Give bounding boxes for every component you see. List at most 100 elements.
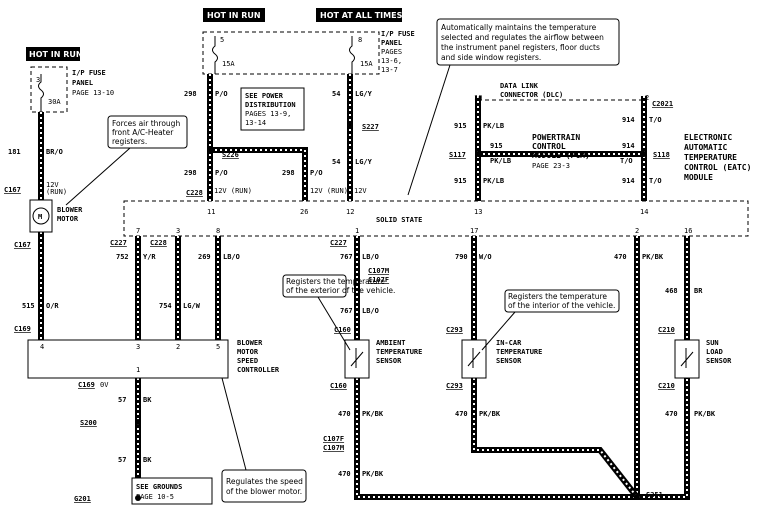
header-hot-in-run-left: HOT IN RUN	[29, 50, 83, 59]
label-notes-incar-1: of the interior of the vehicle.	[508, 301, 615, 310]
label-pins-p7: 7	[136, 227, 140, 235]
label-splices-s117: S117	[449, 151, 466, 159]
label-pins-p8: 8	[216, 227, 220, 235]
label-components-pcm-2: MODULE (PCM)	[532, 151, 590, 160]
label-pins-p13: 13	[474, 208, 482, 216]
label-wires-w915a: 915	[454, 122, 467, 130]
fuse-icon	[212, 36, 218, 74]
label-wires-w468: 468	[665, 287, 678, 295]
label-splices-s226: S226	[222, 151, 239, 159]
fuse-panel-main	[202, 31, 380, 75]
label-components-speed_ctrl-0: BLOWER	[237, 339, 263, 347]
label-pins-p1: 1	[355, 227, 359, 235]
label-wires-w915b: 915	[490, 142, 503, 150]
label-connectors-c228b: C228	[150, 239, 167, 247]
label-components-incar_sensor-1: TEMPERATURE	[496, 348, 542, 356]
label-notes-blower_air-1: front A/C-Heater	[112, 128, 174, 137]
label-splices-s251: S251	[646, 491, 663, 499]
label-wires-w752: 752	[116, 253, 129, 261]
label-splices-s227: S227	[362, 123, 379, 131]
label-connectors-c227a: C227	[110, 239, 127, 247]
label-notes-ambient-0: Registers the temperature	[286, 277, 385, 286]
label-fuse_panels-right-amp: 15A	[360, 60, 373, 68]
note-incar	[504, 289, 620, 313]
label-connectors-c210a: C210	[658, 326, 675, 334]
label-components-incar_sensor-0: IN-CAR	[496, 339, 522, 347]
label-connectors-c160b: C160	[330, 382, 347, 390]
fuse-icon	[38, 74, 44, 112]
label-connectors-c107f_b: C107F	[323, 435, 344, 443]
label-wires-c57b: BK	[143, 456, 152, 464]
label-notes-eatc_auto-2: the instrument panel registers, floor du…	[441, 43, 600, 52]
note-ambient	[282, 274, 347, 298]
label-connectors-c169b: C169	[78, 381, 95, 389]
label-wires-w915c: 915	[454, 177, 467, 185]
label-components-ambient_sensor-2: SENSOR	[376, 357, 402, 365]
label-wires-c470a: PK/BK	[642, 253, 664, 261]
label-connectors-c169a: C169	[14, 325, 31, 333]
label-wires-w470e: 470	[665, 410, 678, 418]
label-wires-c470b: PK/BK	[362, 410, 384, 418]
label-fuse_panels-right-line5: 13-7	[381, 66, 398, 74]
label-pins-run2: (RUN)	[46, 188, 67, 196]
label-wires-w470a: 470	[614, 253, 627, 261]
label-components-dlc-0: DATA LINK	[500, 82, 539, 90]
label-splices-g201: G201	[74, 495, 91, 503]
label-wires-c790: W/O	[479, 253, 492, 261]
label-components-dlc-1: CONNECTOR (DLC)	[500, 91, 563, 99]
label-fuse_panels-left-line3: PAGE 13-10	[72, 89, 114, 97]
label-wires-w914b: 914	[622, 142, 635, 150]
label-fuse_panels-mid-amp: 15A	[222, 60, 235, 68]
label-wires-c470e: PK/BK	[694, 410, 716, 418]
label-pins-sc4: 4	[40, 343, 44, 351]
label-wires-c915a: PK/LB	[483, 122, 504, 130]
label-wires-c298c: P/O	[310, 169, 323, 177]
label-pins-run4: 12V (RUN)	[310, 187, 348, 195]
label-notes-incar-0: Registers the temperature	[508, 292, 607, 301]
label-fuse_panels-mid-fuse: 5	[220, 36, 224, 44]
blower-speed-controller	[27, 339, 229, 379]
label-components-eatc-4: MODULE	[684, 173, 713, 182]
svg-text:M: M	[38, 213, 42, 221]
label-wires-c468: BR	[694, 287, 703, 295]
label-notes-power_dist-0: SEE POWER	[245, 92, 284, 100]
label-components-eatc-1: AUTOMATIC	[684, 143, 728, 152]
label-wires-w914c: 914	[622, 177, 635, 185]
label-pins-p14: 14	[640, 208, 648, 216]
label-fuse_panels-left-amp: 30A	[48, 98, 61, 106]
label-connectors-c227b: C227	[330, 239, 347, 247]
label-notes-blower_air-0: Forces air through	[112, 119, 180, 128]
label-notes-eatc_auto-3: and side window registers.	[441, 53, 541, 62]
label-components-speed_ctrl-1: MOTOR	[237, 348, 259, 356]
label-components-sun_sensor-0: SUN	[706, 339, 719, 347]
label-connectors-c228a: C228	[186, 189, 203, 197]
label-notes-speed-0: Regulates the speed	[226, 477, 303, 486]
label-notes-power_dist-3: 13-14	[245, 119, 266, 127]
label-pins-p17: 17	[470, 227, 478, 235]
label-connectors-c2021: C2021	[652, 100, 673, 108]
label-wires-w790: 790	[455, 253, 468, 261]
label-pins-p16: 16	[684, 227, 692, 235]
label-pins-p26: 26	[300, 208, 308, 216]
label-connectors-c167b: C167	[14, 241, 31, 249]
label-wires-c298a: P/O	[215, 90, 228, 98]
header-hot-in-run-mid: HOT IN RUN	[207, 11, 261, 20]
label-pins-sc5: 5	[216, 343, 220, 351]
label-components-eatc-0: ELECTRONIC	[684, 133, 732, 142]
label-components-eatc-3: CONTROL (EATC)	[684, 163, 751, 172]
label-connectors-c107f_a: C107F	[368, 276, 389, 284]
label-wires-c54b: LG/Y	[355, 158, 373, 166]
label-wires-c269: LB/O	[223, 253, 240, 261]
label-pins-p2b: 2	[645, 94, 649, 102]
label-pins-v12: 12V	[354, 187, 367, 195]
label-components-ambient_sensor-0: AMBIENT	[376, 339, 406, 347]
label-wires-c915b: PK/LB	[490, 157, 511, 165]
label-components-blower_motor-0: BLOWER	[57, 206, 83, 214]
label-splices-s200: S200	[80, 419, 97, 427]
label-notes-grounds-0: SEE GROUNDS	[136, 483, 182, 491]
label-pins-sc2: 2	[176, 343, 180, 351]
label-components-eatc-2: TEMPERATURE	[684, 153, 737, 162]
label-connectors-c107m_b: C107M	[323, 444, 344, 452]
label-fuse_panels-right-line1: I/P FUSE	[381, 30, 415, 38]
label-fuse_panels-right-line3: PAGES	[381, 48, 402, 56]
